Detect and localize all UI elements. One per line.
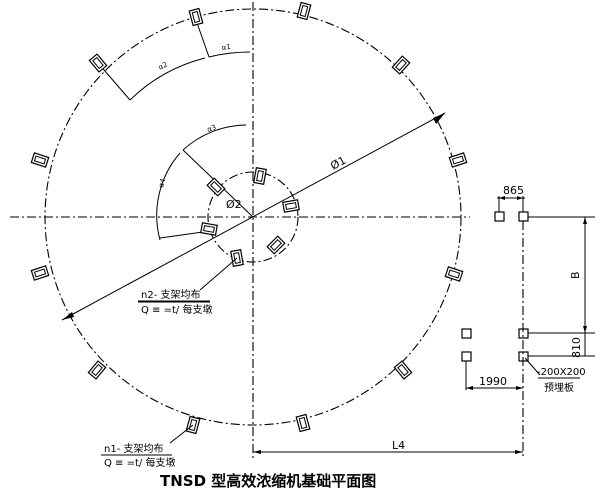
embedded-plate xyxy=(494,211,505,222)
outer-note-line2: Q ≡ =t/ 每支墩 xyxy=(104,456,175,469)
outer-pad xyxy=(30,265,50,281)
outer-note-leader xyxy=(169,424,194,444)
phi2-label: Ø2 xyxy=(226,198,242,211)
inner-note-line2: Q ≡ =t/ 每支墩 xyxy=(141,303,212,316)
dim-865-arrow-left xyxy=(499,196,505,200)
alpha1-arc xyxy=(208,51,251,58)
outer-pad xyxy=(391,55,411,75)
dim-B-label: B xyxy=(569,271,582,279)
outer-pier-pads xyxy=(30,1,468,435)
alpha3-arc xyxy=(182,124,247,151)
alpha-ray-left xyxy=(97,62,131,101)
dim-865-arrow-right xyxy=(517,196,523,200)
dim-L4-arrow-left xyxy=(253,450,261,454)
outer-pad xyxy=(444,266,464,282)
embedded-plate-layout: 865 B 810 1990 -200X200 预埋板 xyxy=(461,184,595,458)
alpha3-label: α3 xyxy=(206,123,217,133)
plate-name-label: 预埋板 xyxy=(544,381,574,394)
inner-pad xyxy=(266,235,286,255)
alpha2-arc xyxy=(129,57,206,101)
inner-pier-circle xyxy=(207,171,299,263)
phi1-arrow-end xyxy=(433,113,445,124)
phi1-arrow-start xyxy=(62,312,74,320)
dim-1990-label: 1990 xyxy=(479,375,507,388)
dim-865-label: 865 xyxy=(503,184,524,197)
inner-note-line1: n2- 支架均布 xyxy=(141,289,201,301)
alpha1-label: α1 xyxy=(221,43,231,52)
inner-pad xyxy=(206,177,226,197)
outer-pad xyxy=(295,413,311,433)
inner-pad xyxy=(282,199,300,213)
outer-note-line1: n1- 支架均布 xyxy=(104,443,164,455)
plate-size-label: -200X200 xyxy=(537,367,586,378)
dim-B-arrow-bot xyxy=(583,326,587,333)
outer-pad xyxy=(393,360,413,380)
dim-L4-label: L4 xyxy=(392,439,405,452)
drawing-title: TNSD 型高效浓缩机基础平面图 xyxy=(160,472,376,490)
outer-pad xyxy=(448,152,468,168)
outer-pad xyxy=(87,360,107,380)
alpha2-label: α2 xyxy=(157,60,169,71)
inner-pad xyxy=(200,222,218,236)
outer-pad xyxy=(296,1,312,21)
outer-pad xyxy=(188,7,204,27)
phi1-label: Ø1 xyxy=(328,154,348,173)
embedded-plate xyxy=(461,351,472,362)
outer-pad xyxy=(30,152,50,168)
outer-pad xyxy=(88,53,108,73)
dim-810-label: 810 xyxy=(570,337,583,358)
dim-L4-arrow-right xyxy=(515,450,523,454)
dim-1990-arrow-left xyxy=(466,386,473,390)
inner-pad xyxy=(253,167,267,185)
outer-pier-circle xyxy=(44,8,462,426)
phi1-dimension-line xyxy=(61,112,446,321)
dim-B-arrow-top xyxy=(583,217,587,224)
plate-leader xyxy=(524,357,541,376)
alpha4-label: α4 xyxy=(157,177,167,188)
dim-1990-arrow-right xyxy=(516,386,523,390)
embedded-plate xyxy=(518,211,529,222)
alpha4-arc xyxy=(156,152,181,241)
embedded-plate xyxy=(461,328,472,339)
alpha-ray-top xyxy=(195,19,210,58)
inner-note-leader xyxy=(199,257,238,291)
